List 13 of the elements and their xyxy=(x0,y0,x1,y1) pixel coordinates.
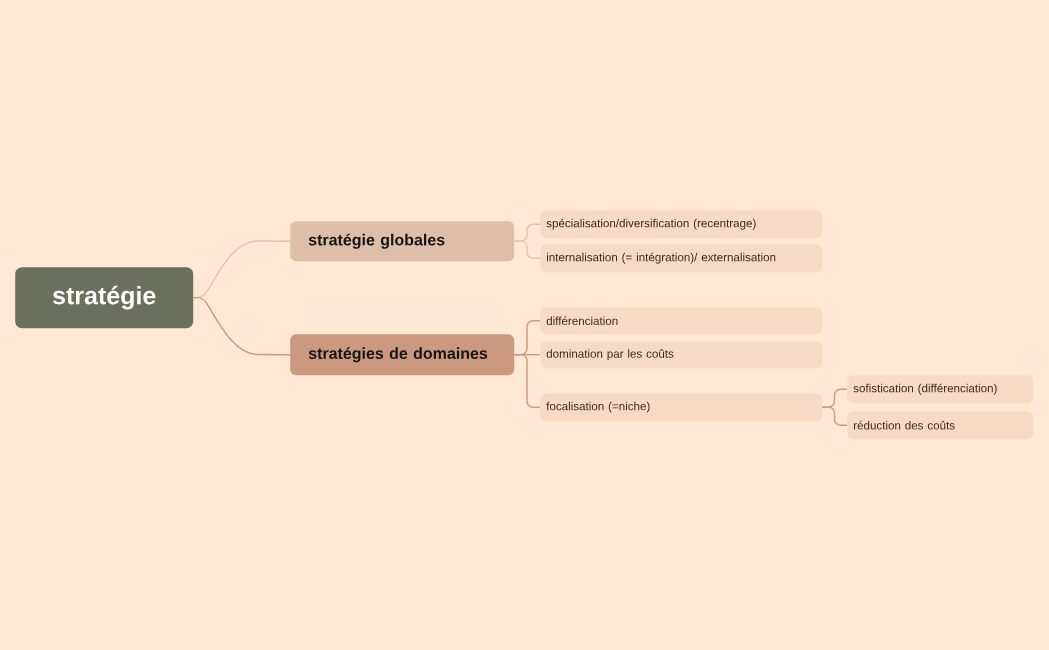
connector-line xyxy=(513,240,541,259)
subtopic-box: domination par les coûts xyxy=(540,341,823,369)
branch-box: stratégies de domaines xyxy=(290,334,515,376)
subtopic-box: sofistication (différenciation) xyxy=(847,375,1034,404)
subtopic-box: focalisation (=niche) xyxy=(540,393,823,422)
subtopic-box: différenciation xyxy=(540,307,823,335)
central-topic-box: stratégie xyxy=(15,267,194,329)
branch-box: stratégie globales xyxy=(290,221,515,262)
connector-line xyxy=(821,406,848,426)
subtopic-box: spécialisation/diversification (recentrage) xyxy=(540,210,823,239)
subtopic-box: réduction des coûts xyxy=(847,411,1034,440)
connector-line xyxy=(192,296,291,356)
subtopic-box: internalisation (= intégration)/ externalisation xyxy=(540,244,823,273)
